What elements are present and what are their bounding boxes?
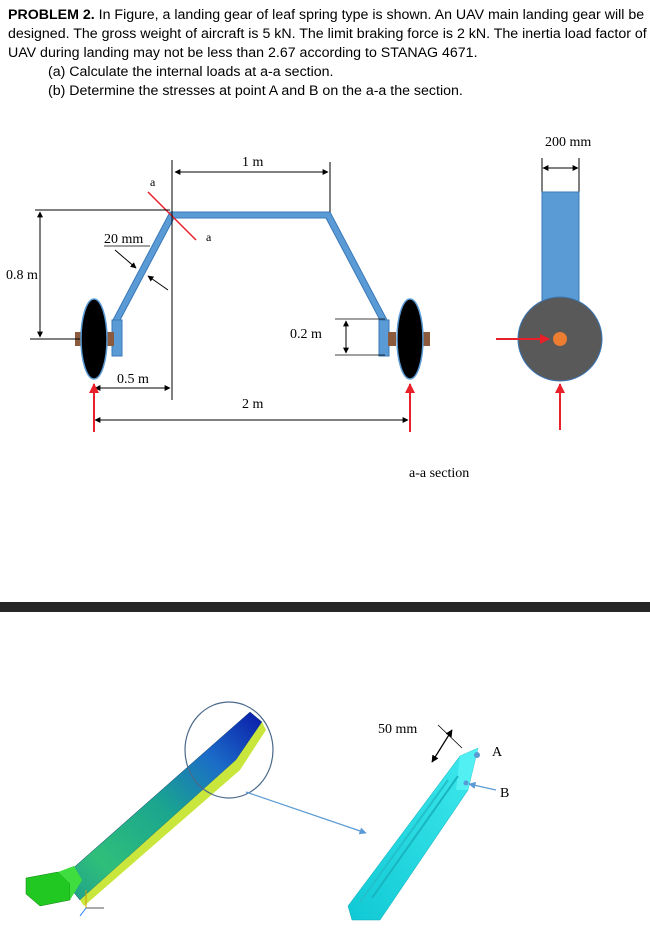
fea-section-zoom bbox=[347, 747, 479, 921]
left-axle-inner bbox=[106, 332, 114, 346]
dim-50mm-ext bbox=[437, 724, 463, 749]
dim-50mm-arrow bbox=[431, 729, 453, 763]
part-b: (b) Determine the stresses at point A an… bbox=[48, 83, 463, 99]
problem-statement: PROBLEM 2. In Figure, a landing gear of … bbox=[8, 6, 648, 101]
fea-leaf-spring-edge bbox=[80, 722, 266, 906]
problem-body: PROBLEM 2. In Figure, a landing gear of … bbox=[8, 6, 648, 63]
side-view-spring bbox=[541, 191, 580, 308]
fea-mount-block bbox=[58, 866, 82, 900]
label-section-a2: a bbox=[206, 230, 212, 244]
fea-section-shade bbox=[371, 775, 459, 899]
right-wheel bbox=[396, 298, 424, 380]
right-axle-outer bbox=[420, 332, 430, 346]
zoom-circle bbox=[184, 701, 274, 799]
left-wheel bbox=[80, 298, 108, 380]
label-point-a: A bbox=[492, 745, 503, 760]
label-point-b: B bbox=[500, 786, 510, 801]
label-2m: 2 m bbox=[242, 397, 264, 412]
label-08m: 0.8 m bbox=[6, 268, 38, 283]
landing-gear-figure bbox=[30, 158, 603, 432]
fea-leaf-spring bbox=[61, 711, 263, 901]
section-caption: a-a section bbox=[409, 466, 470, 481]
label-20mm: 20 mm bbox=[104, 232, 144, 247]
divider-bar bbox=[0, 602, 650, 612]
part-a: (a) Calculate the internal loads at a-a … bbox=[48, 64, 334, 80]
fea-axis-z bbox=[79, 907, 87, 917]
leaf-spring bbox=[112, 211, 388, 323]
problem-text: In Figure, a landing gear of leaf spring… bbox=[8, 7, 647, 61]
dim-20mm-arrow-2 bbox=[147, 275, 169, 291]
fea-section-shade-2 bbox=[359, 779, 449, 903]
label-02m: 0.2 m bbox=[290, 327, 322, 342]
right-strut bbox=[378, 319, 390, 357]
label-200mm: 200 mm bbox=[545, 135, 592, 150]
right-axle bbox=[388, 332, 396, 346]
dim-20mm-arrow-1 bbox=[114, 249, 137, 269]
zoom-arrow bbox=[245, 791, 367, 835]
fea-section-face bbox=[456, 748, 478, 790]
label-50mm: 50 mm bbox=[378, 722, 418, 737]
label-section-a1: a bbox=[150, 175, 156, 189]
point-a-marker bbox=[474, 752, 480, 758]
label-1m: 1 m bbox=[242, 155, 264, 170]
label-05m: 0.5 m bbox=[117, 372, 149, 387]
problem-heading: PROBLEM 2. bbox=[8, 7, 95, 23]
fea-mount bbox=[25, 871, 71, 907]
side-view-hub bbox=[553, 332, 567, 346]
point-b-leader bbox=[468, 781, 497, 791]
point-b-marker bbox=[463, 780, 469, 786]
